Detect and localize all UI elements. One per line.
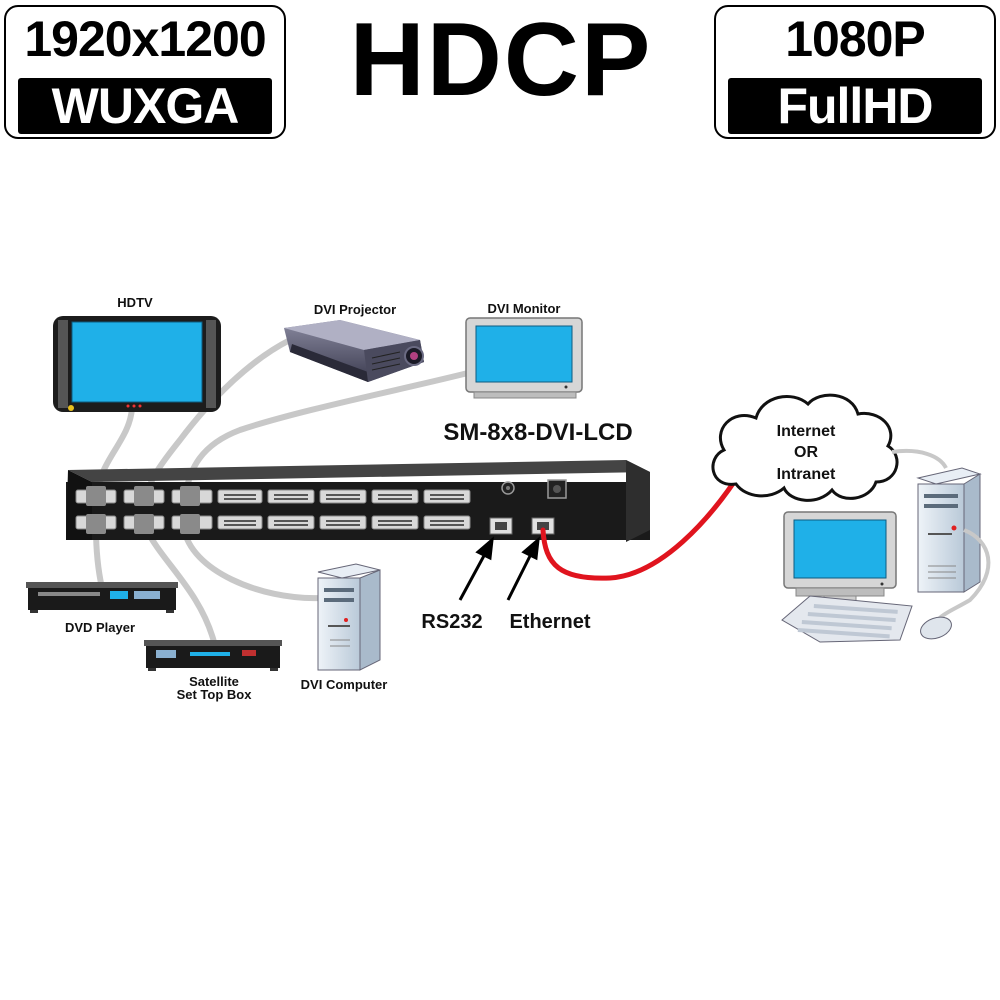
rs232-label: RS232 bbox=[421, 611, 482, 633]
hdtv-label: HDTV bbox=[117, 295, 153, 310]
cable-monitor bbox=[183, 369, 475, 495]
port-arrows bbox=[458, 536, 540, 601]
fullhd-value: 1080P bbox=[785, 11, 926, 67]
satellite-box-device bbox=[144, 640, 282, 671]
dvi-computer-label: DVI Computer bbox=[301, 677, 388, 692]
hdtv-device bbox=[53, 316, 221, 412]
dvd-player-label: DVD Player bbox=[65, 620, 135, 635]
fullhd-badge: 1080P FullHD bbox=[714, 5, 996, 139]
ethernet-label: Ethernet bbox=[509, 611, 590, 633]
resolution-value: 1920x1200 bbox=[24, 11, 266, 67]
dvd-player-device bbox=[26, 582, 178, 613]
cloud-icon bbox=[711, 393, 899, 502]
cable-computer bbox=[181, 525, 323, 602]
satellite-label-line2: Set Top Box bbox=[177, 687, 253, 702]
hdcp-title: HDCP bbox=[349, 2, 653, 118]
cloud-label-line3: Intranet bbox=[777, 466, 836, 483]
satellite-label-line1: Satellite bbox=[189, 674, 239, 689]
matrix-switch bbox=[66, 460, 650, 542]
remote-pc-device bbox=[781, 467, 991, 643]
cloud-label-line1: Internet bbox=[777, 423, 836, 440]
device-name: SM-8x8-DVI-LCD bbox=[443, 419, 632, 446]
resolution-name: WUXGA bbox=[18, 78, 272, 134]
fullhd-name: FullHD bbox=[728, 78, 982, 134]
projector-device bbox=[284, 320, 424, 382]
dvi-computer-device bbox=[317, 563, 381, 671]
cloud-label-line2: OR bbox=[794, 444, 818, 461]
resolution-badge: 1920x1200 WUXGA bbox=[4, 5, 286, 139]
monitor-label: DVI Monitor bbox=[488, 301, 561, 316]
network-cable bbox=[540, 467, 745, 581]
projector-label: DVI Projector bbox=[314, 302, 396, 317]
monitor-device bbox=[465, 317, 583, 399]
